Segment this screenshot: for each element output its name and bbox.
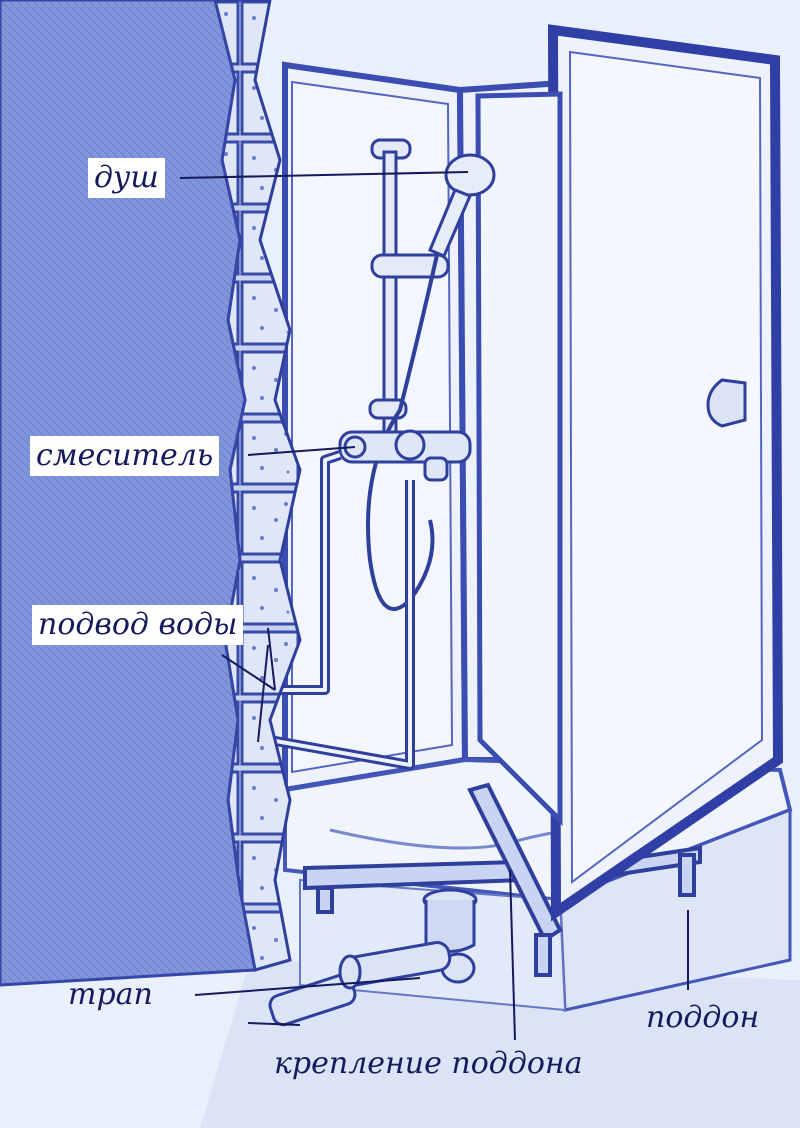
label-water-supply: подвод воды [32, 605, 244, 645]
shower-rail [368, 138, 450, 434]
label-shower: душ [88, 158, 165, 198]
door-handle-icon [706, 378, 747, 428]
label-tray: поддон [646, 1000, 760, 1035]
wall-face [0, 0, 257, 987]
label-mixer: смеситель [30, 436, 220, 476]
shower-door [547, 24, 784, 922]
left-back-panel-inner [291, 80, 454, 774]
shower-hose [366, 254, 439, 611]
tray-mount-frame [303, 782, 702, 977]
leader-lines [179, 171, 689, 1041]
label-tray-mount: крепление поддона [274, 1046, 583, 1081]
corner-glass-panel [475, 91, 563, 827]
shower-head-icon [428, 153, 496, 258]
label-drain: трап [68, 977, 153, 1012]
mixer-icon [338, 429, 472, 482]
drain-trap [268, 888, 478, 1027]
